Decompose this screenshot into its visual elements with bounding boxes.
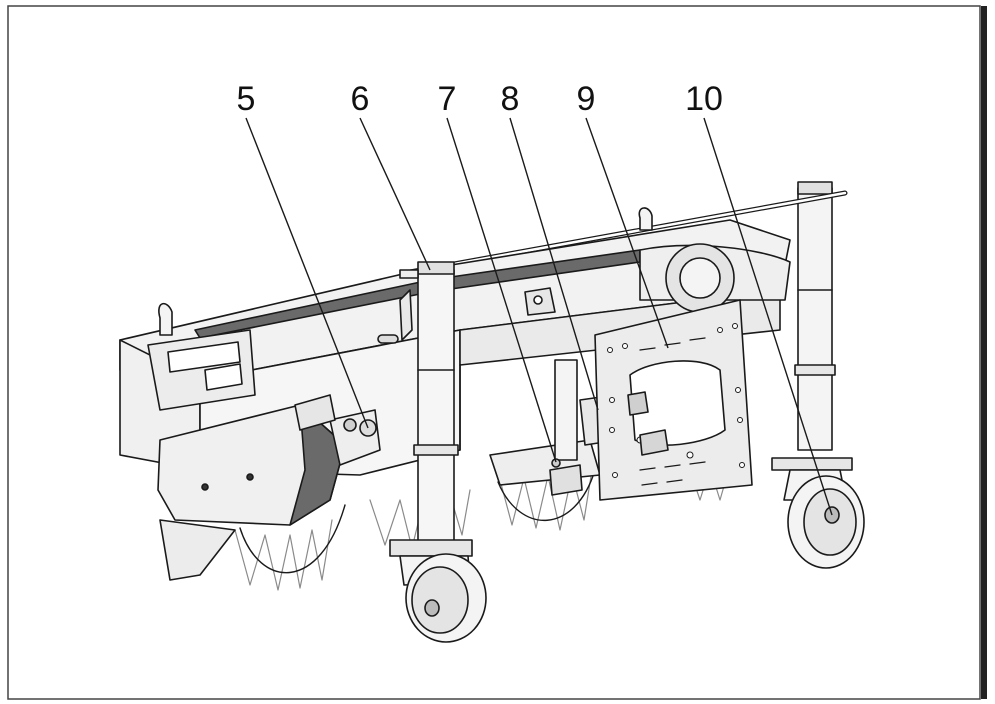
leader-line-8 bbox=[509, 117, 599, 411]
leader-lines bbox=[245, 117, 833, 516]
leader-line-7 bbox=[446, 117, 557, 463]
left-motor-cover bbox=[157, 404, 346, 526]
leader-line-5 bbox=[245, 117, 369, 429]
callout-5: 5 bbox=[237, 80, 256, 118]
callout-labels: 5 6 7 8 9 10 bbox=[237, 80, 723, 118]
left-bracket-plate bbox=[147, 329, 256, 411]
right-support-post bbox=[794, 181, 836, 451]
callout-7: 7 bbox=[438, 80, 457, 118]
right-caster-wheel bbox=[771, 457, 865, 569]
callout-8: 8 bbox=[501, 80, 520, 118]
page-right-shadow bbox=[981, 6, 987, 699]
callout-6: 6 bbox=[351, 80, 370, 118]
sweeper-illustration bbox=[119, 181, 865, 643]
left-brush-skirt bbox=[159, 519, 236, 581]
hydraulic-motor bbox=[294, 394, 381, 466]
callout-10: 10 bbox=[685, 80, 723, 118]
leader-line-10 bbox=[703, 117, 833, 516]
callout-9: 9 bbox=[577, 80, 596, 118]
lifting-hooks bbox=[158, 207, 653, 336]
mounting-plate bbox=[594, 299, 753, 501]
left-support-post bbox=[377, 261, 459, 546]
left-caster-wheel bbox=[389, 539, 487, 643]
leader-line-9 bbox=[585, 117, 669, 349]
leader-line-6 bbox=[359, 117, 431, 271]
